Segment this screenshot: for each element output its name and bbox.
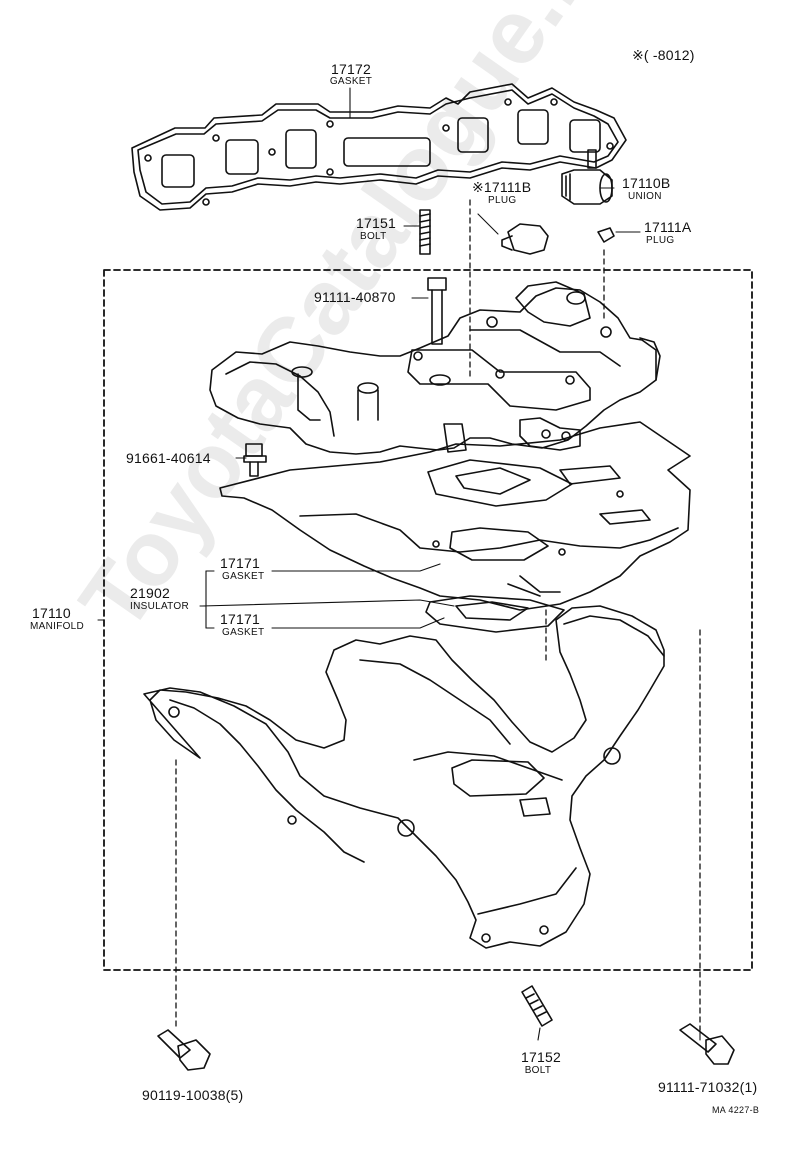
part-name-bolt-lower: BOLT bbox=[524, 1065, 552, 1076]
part-number-17110: 17110 bbox=[32, 605, 71, 621]
stud-bolt-upper bbox=[419, 209, 431, 255]
part-name-gasket-lower: GASKET bbox=[222, 627, 265, 638]
part-name-plug-a: PLUG bbox=[646, 235, 675, 246]
plug-a bbox=[597, 227, 615, 243]
exhaust-manifold bbox=[143, 605, 665, 949]
serial-range-note: ※( -8012) bbox=[632, 47, 695, 63]
part-number-17152: 17152 bbox=[521, 1049, 561, 1065]
part-number-90119-10038: 90119-10038(5) bbox=[142, 1087, 244, 1103]
part-number-17171-upper: 17171 bbox=[220, 555, 260, 571]
part-number-17110b: 17110B bbox=[622, 175, 671, 191]
gasket-lower bbox=[425, 595, 565, 633]
part-number-17111b: ※17111B bbox=[472, 179, 532, 195]
insulator-plate bbox=[219, 421, 691, 611]
stud-bolt-lower bbox=[521, 985, 553, 1027]
part-number-17151: 17151 bbox=[356, 215, 396, 231]
plug-b bbox=[501, 223, 549, 255]
bolt-91111-40870 bbox=[427, 277, 447, 345]
manifold-assembly-frame bbox=[103, 269, 753, 971]
part-name-manifold: MANIFOLD bbox=[30, 621, 85, 632]
diagram-code: MA 4227-B bbox=[712, 1105, 760, 1115]
part-name-union: UNION bbox=[628, 191, 662, 202]
intake-manifold bbox=[209, 281, 661, 455]
part-number-17172: 17172 bbox=[331, 61, 371, 77]
part-number-91111-40870: 91111-40870 bbox=[314, 289, 396, 305]
bolt-91111-71032 bbox=[679, 1023, 735, 1065]
part-name-gasket-upper: GASKET bbox=[222, 571, 265, 582]
part-name-insulator: INSULATOR bbox=[130, 601, 190, 612]
part-number-91111-71032: 91111-71032(1) bbox=[658, 1079, 758, 1095]
bolt-90119-10038 bbox=[157, 1029, 211, 1071]
gasket-upper bbox=[427, 459, 573, 507]
part-number-17111a: 17111A bbox=[644, 219, 692, 235]
part-number-21902: 21902 bbox=[130, 585, 170, 601]
part-number-17171-lower: 17171 bbox=[220, 611, 260, 627]
bolt-91661-40614 bbox=[243, 443, 267, 477]
manifold-gasket-top bbox=[131, 83, 627, 211]
part-number-91661-40614: 91661-40614 bbox=[126, 450, 211, 466]
part-name-gasket-top: GASKET bbox=[329, 76, 373, 87]
part-name-bolt-upper: BOLT bbox=[360, 231, 387, 242]
part-name-plug-b: PLUG bbox=[488, 195, 517, 206]
